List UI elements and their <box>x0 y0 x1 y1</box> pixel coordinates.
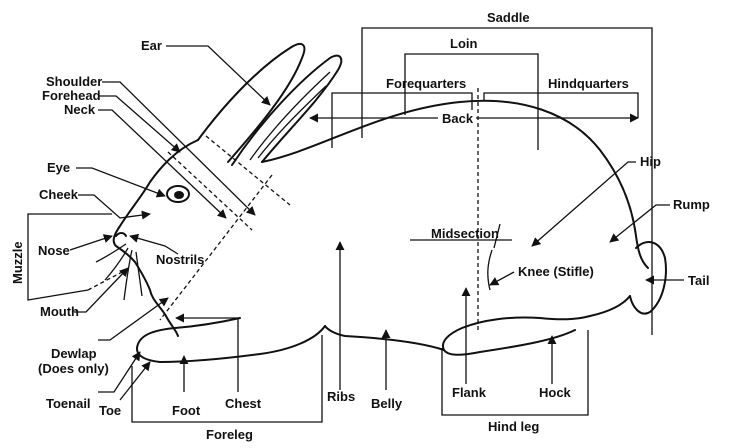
label-ear: Ear <box>141 38 162 53</box>
rump-leader <box>609 204 670 243</box>
knee-detail <box>487 223 501 291</box>
knee-leader <box>489 271 515 286</box>
rabbit-outline <box>95 42 667 363</box>
label-tail: Tail <box>688 273 709 288</box>
forequarters-bracket <box>331 92 473 148</box>
mouth-leader <box>74 267 129 313</box>
chest-leader <box>175 313 239 392</box>
hindquarters-bracket <box>483 92 639 118</box>
tail-outline <box>629 241 667 315</box>
label-nose: Nose <box>38 243 70 258</box>
loin-bracket <box>404 53 539 150</box>
label-foot: Foot <box>172 403 201 418</box>
hip-leader <box>531 161 636 247</box>
neck-guide-dash-1 <box>167 151 253 231</box>
label-ribs: Ribs <box>327 389 355 404</box>
toe-leader <box>119 361 151 401</box>
head-leaders <box>27 45 291 341</box>
nostrils-leader <box>129 233 179 255</box>
hind-leg-bracket <box>441 330 589 416</box>
muzzle-bracket <box>27 213 112 301</box>
dewlap-leader <box>98 297 169 341</box>
eye-leader <box>76 167 166 198</box>
foreleg-outline <box>136 317 326 363</box>
eye-shape <box>166 185 190 203</box>
label-midsection: Midsection <box>431 226 499 241</box>
chest-outline <box>165 315 179 337</box>
label-rump: Rump <box>673 197 710 212</box>
label-mouth: Mouth <box>40 304 79 319</box>
label-belly: Belly <box>371 396 403 411</box>
label-shoulder: Shoulder <box>46 74 102 89</box>
label-forequarters: Forequarters <box>386 76 466 91</box>
neck-guide-dash-2 <box>205 135 291 206</box>
neck-leader <box>98 109 227 219</box>
label-hock: Hock <box>539 385 572 400</box>
whiskers <box>95 243 143 301</box>
label-hindquarters: Hindquarters <box>548 76 629 91</box>
back-outline <box>261 99 649 269</box>
muzzle-dash <box>87 269 127 291</box>
ear-front <box>231 54 343 166</box>
label-loin: Loin <box>450 36 477 51</box>
label-hind-leg: Hind leg <box>488 419 539 434</box>
label-toe: Toe <box>99 403 121 418</box>
label-saddle: Saddle <box>487 10 530 25</box>
foreleg-bracket <box>131 335 323 423</box>
label-back: Back <box>442 111 474 126</box>
label-eye: Eye <box>47 160 70 175</box>
ear-inner-detail <box>249 71 331 161</box>
label-dewlap-note: (Does only) <box>38 361 109 376</box>
forehead-leader <box>98 95 181 153</box>
label-toenail: Toenail <box>46 396 91 411</box>
foreleg-leaders <box>98 241 391 423</box>
hind-leaders <box>410 161 684 416</box>
shoulder-guide-dash <box>159 174 273 321</box>
label-flank: Flank <box>452 385 487 400</box>
shoulder-leader <box>102 81 256 216</box>
labels: Saddle Loin Forequarters Hindquarters Ba… <box>10 10 710 442</box>
label-cheek: Cheek <box>39 187 79 202</box>
label-foreleg: Foreleg <box>206 427 253 442</box>
label-nostrils: Nostrils <box>156 252 204 267</box>
ear-back <box>197 42 306 163</box>
nostril-shape <box>115 232 127 237</box>
hind-outline <box>442 295 631 356</box>
head-outline <box>112 139 199 317</box>
label-dewlap: Dewlap <box>51 346 97 361</box>
nose-leader <box>69 234 113 251</box>
label-knee: Knee (Stifle) <box>518 264 594 279</box>
cheek-leader <box>78 194 151 220</box>
label-neck: Neck <box>64 102 96 117</box>
label-chest: Chest <box>225 396 262 411</box>
toenail-leader <box>98 351 141 393</box>
label-hip: Hip <box>640 154 661 169</box>
ear-leader <box>166 45 271 106</box>
label-muzzle: Muzzle <box>10 241 25 284</box>
label-forehead: Forehead <box>42 88 101 103</box>
saddle-bracket <box>361 27 653 335</box>
belly-outline <box>324 325 445 351</box>
top-brackets <box>309 27 653 335</box>
eye-pupil <box>174 191 184 199</box>
